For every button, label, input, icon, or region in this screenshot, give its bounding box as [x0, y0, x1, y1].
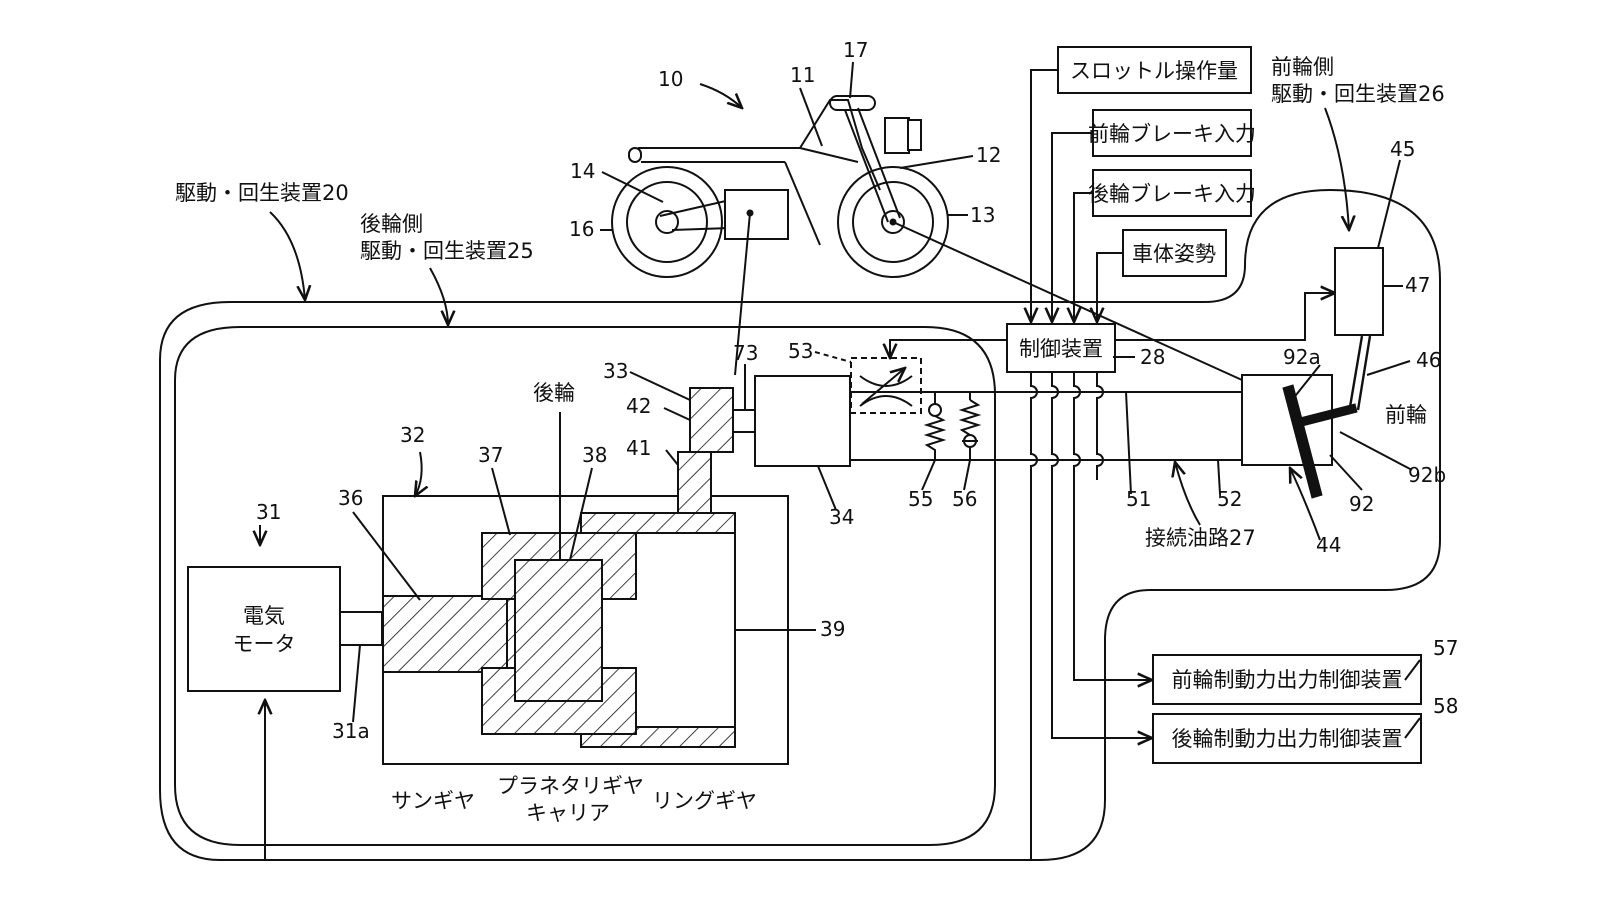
- rear-brake-label: 後輪ブレーキ入力: [1088, 182, 1256, 206]
- ring-gear-label: リングギヤ: [652, 789, 757, 813]
- motor-label-line1: 電気: [243, 604, 285, 628]
- controller-label: 制御装置: [1019, 337, 1103, 361]
- front-side-label-2: 駆動・回生装置26: [1271, 82, 1445, 106]
- connecting-oil-label: 接続油路27: [1145, 526, 1256, 550]
- ref-92a: 92a: [1283, 345, 1321, 369]
- ref-32: 32: [400, 423, 425, 447]
- ref-57: 57: [1433, 636, 1458, 660]
- ref-42: 42: [626, 394, 651, 418]
- sun-gear: [382, 595, 508, 673]
- ref-34: 34: [829, 505, 854, 529]
- ref-10: 10: [658, 67, 683, 91]
- rear-brake-box: [1092, 169, 1252, 217]
- ref-58: 58: [1433, 694, 1458, 718]
- rear-side-label-1: 後輪側: [360, 212, 423, 236]
- rear-wheel-label: 後輪: [533, 381, 575, 405]
- rear-side-label-2: 駆動・回生装置25: [360, 239, 534, 263]
- motor-label-line2: モータ: [233, 632, 296, 656]
- front-side-label-1: 前輪側: [1271, 55, 1334, 79]
- ref-45: 45: [1390, 137, 1415, 161]
- check-valve-56: [958, 392, 982, 460]
- ref-92: 92: [1349, 492, 1374, 516]
- controller-box: [1006, 323, 1116, 373]
- ref-16: 16: [569, 217, 594, 241]
- throttle-box: [1057, 46, 1252, 94]
- ref-39: 39: [820, 617, 845, 641]
- front-brake-output-box: [1152, 654, 1422, 705]
- ref-12: 12: [976, 143, 1001, 167]
- ring-gear-top: [580, 512, 736, 534]
- rear-brake-output-label-text: 後輪制動力出力制御装置: [1172, 727, 1403, 751]
- pump-34: [754, 375, 851, 467]
- check-valve-55: [923, 392, 947, 460]
- ref-11: 11: [790, 63, 815, 87]
- ref-37: 37: [478, 443, 503, 467]
- ref-44: 44: [1316, 533, 1341, 557]
- gear-42: [689, 387, 734, 453]
- ref-47: 47: [1405, 273, 1430, 297]
- ref-36: 36: [338, 486, 363, 510]
- ref-73: 73: [733, 341, 758, 365]
- ref-17: 17: [843, 38, 868, 62]
- front-brake-output-label: 前輪制動力出力制御装置: [1172, 668, 1403, 692]
- ref-46: 46: [1416, 348, 1441, 372]
- rear-brake-output-box: [1152, 713, 1422, 764]
- ref-52: 52: [1217, 487, 1242, 511]
- sun-gear-label: サンギヤ: [391, 789, 475, 813]
- body-posture-box: [1122, 229, 1227, 277]
- rear-inner-boundary: [174, 326, 996, 846]
- body-posture-label: 車体姿勢: [1132, 242, 1216, 266]
- ref-51: 51: [1126, 487, 1151, 511]
- ref-38: 38: [582, 443, 607, 467]
- output-shaft-41: [677, 451, 712, 514]
- ref-33: 33: [603, 359, 628, 383]
- ref-31a: 31a: [332, 719, 370, 743]
- valve-53: [850, 357, 922, 414]
- ref-53: 53: [788, 339, 813, 363]
- front-wheel-label: 前輪: [1385, 403, 1427, 427]
- ref-41: 41: [626, 436, 651, 460]
- throttle-label: スロットル操作量: [1070, 59, 1238, 83]
- ref-55: 55: [908, 487, 933, 511]
- actuator-47: [1334, 247, 1384, 336]
- outer-boundary: [159, 188, 1441, 861]
- electric-motor: [187, 566, 341, 692]
- drive-regen-label: 駆動・回生装置20: [175, 181, 349, 205]
- front-brake-label: 前輪ブレーキ入力: [1088, 122, 1256, 146]
- ref-92b: 92b: [1408, 463, 1446, 487]
- motorcycle: [611, 95, 1243, 381]
- planetary-label-2: キャリア: [526, 801, 610, 825]
- planetary-gear: [514, 559, 603, 702]
- planetary-label-1: プラネタリギヤ: [497, 774, 644, 798]
- ref-13: 13: [970, 203, 995, 227]
- ref-28: 28: [1140, 345, 1165, 369]
- ref-14: 14: [570, 159, 595, 183]
- ref-56: 56: [952, 487, 977, 511]
- ref-31: 31: [256, 500, 281, 524]
